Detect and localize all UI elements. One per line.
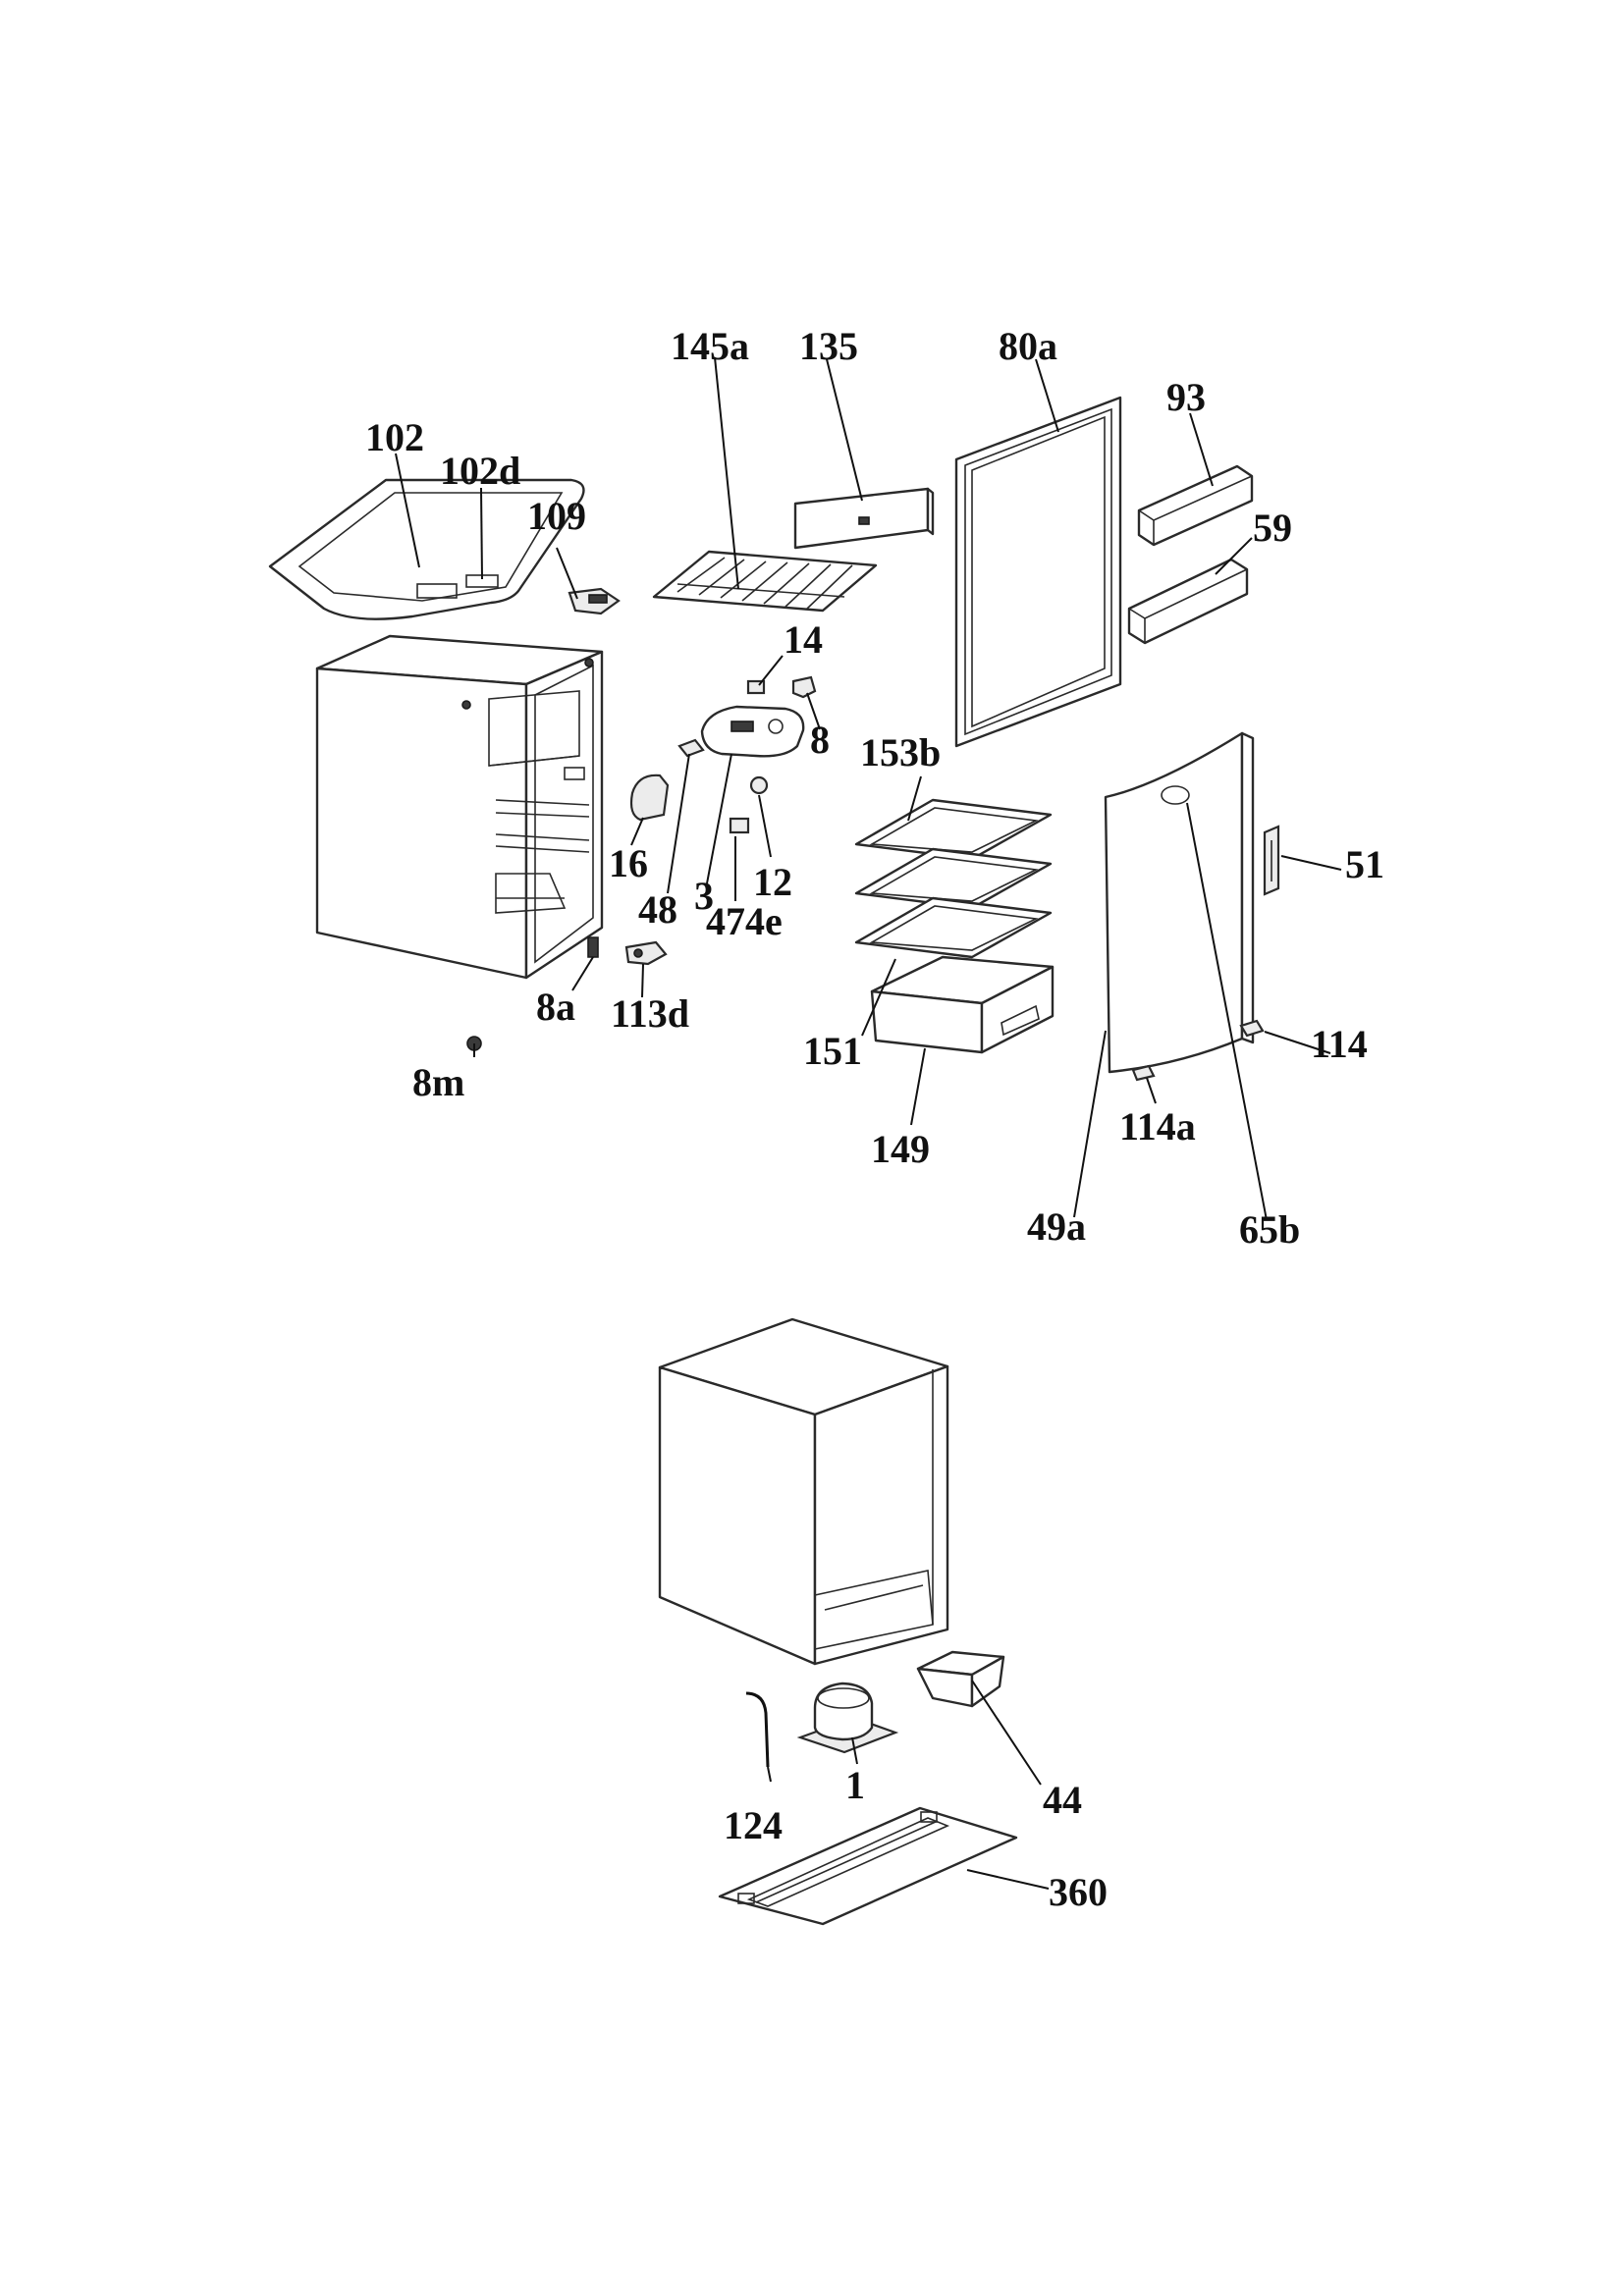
hinge-pin-114a-part (1131, 1064, 1156, 1082)
callout-114a: 114a (1119, 1104, 1196, 1148)
crisper-drawer-part (870, 955, 1055, 1054)
callout-labels: 145a 135 80a 93 102 102d 109 59 14 8 153… (365, 324, 1384, 1914)
door-handle-part (1263, 825, 1280, 896)
callout-151: 151 (803, 1029, 862, 1073)
top-hinge-part (568, 587, 621, 615)
cabinet-back-part (658, 1317, 949, 1666)
hinge-pin-114-part (1239, 1019, 1265, 1038)
drip-tray-part (916, 1650, 1005, 1708)
callout-360: 360 (1049, 1870, 1108, 1914)
callout-149: 149 (871, 1127, 930, 1171)
callout-44: 44 (1043, 1778, 1082, 1822)
door-gasket-part (954, 396, 1122, 748)
knob-12-part (749, 775, 769, 795)
callout-59: 59 (1253, 506, 1292, 550)
callout-135: 135 (799, 324, 858, 368)
compressor-part (796, 1682, 899, 1754)
small-part-8 (791, 675, 817, 699)
callout-12: 12 (753, 860, 792, 904)
callout-109: 109 (527, 494, 586, 538)
leader-lines (395, 356, 1342, 1890)
small-part-474e (729, 817, 750, 834)
callout-8a: 8a (536, 985, 575, 1029)
callout-3: 3 (694, 874, 714, 918)
callout-8: 8 (810, 718, 830, 762)
callout-102d: 102d (440, 449, 520, 493)
callout-1: 1 (845, 1763, 865, 1807)
crisper-cover-16-part (629, 774, 670, 822)
callout-51: 51 (1345, 842, 1384, 886)
callout-145a: 145a (671, 324, 749, 368)
callout-8m: 8m (412, 1060, 464, 1104)
door-shelf-93-part (1137, 464, 1254, 547)
cabinet-part (315, 634, 604, 980)
callout-114: 114 (1311, 1022, 1368, 1066)
top-cover-part (268, 478, 585, 620)
base-plate-part (718, 1806, 1018, 1926)
refrigerator-door-part (1104, 731, 1255, 1074)
callout-49a: 49a (1027, 1204, 1086, 1249)
callout-153b: 153b (860, 730, 941, 774)
bottom-hinge-part (624, 940, 668, 966)
callout-113d: 113d (611, 991, 689, 1036)
callout-48: 48 (638, 887, 677, 932)
drain-tube-part (745, 1691, 770, 1768)
callout-102: 102 (365, 415, 424, 459)
callout-124: 124 (724, 1803, 783, 1847)
thermostat-housing-part (700, 705, 805, 758)
evaporator-part (652, 550, 878, 613)
callout-14: 14 (784, 617, 823, 662)
callout-474e: 474e (706, 899, 783, 943)
glass-shelves-part (854, 798, 1053, 959)
callout-65b: 65b (1239, 1207, 1300, 1252)
callout-80a: 80a (999, 324, 1057, 368)
freezer-door-part (793, 487, 935, 550)
callout-16: 16 (609, 841, 648, 885)
door-shelf-59-part (1127, 558, 1249, 645)
foot-screw-8a-part (587, 936, 599, 958)
callout-93: 93 (1166, 375, 1206, 419)
small-part-48 (677, 738, 705, 758)
